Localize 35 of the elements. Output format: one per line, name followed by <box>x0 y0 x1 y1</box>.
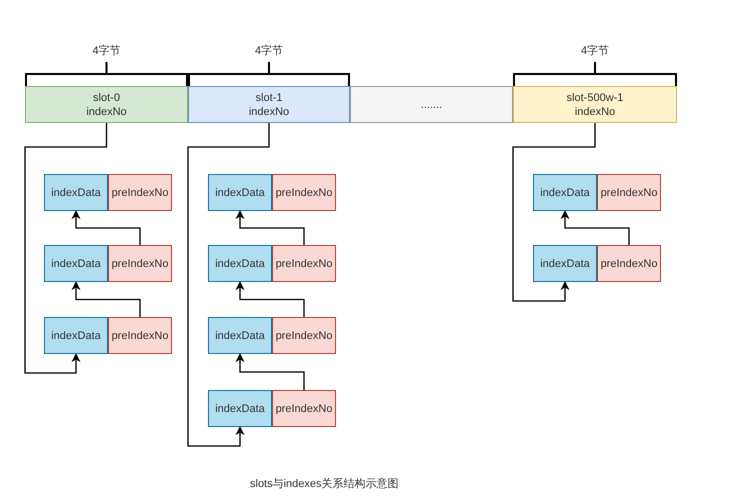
index-data-cell: indexData <box>44 317 108 354</box>
pre-index-cell: preIndexNo <box>108 174 172 211</box>
index-data-cell: indexData <box>208 317 272 354</box>
arrow <box>187 123 270 447</box>
index-data-cell: indexData <box>533 245 597 282</box>
arrow <box>235 210 305 245</box>
index-data-cell: indexData <box>208 245 272 282</box>
dimension-label: 4字节 <box>580 44 610 58</box>
pre-index-cell: preIndexNo <box>597 174 661 211</box>
arrow <box>560 210 630 245</box>
slot-box: slot-500w-1 indexNo <box>513 86 677 123</box>
dimension-label: 4字节 <box>91 44 122 58</box>
slot-box: slot-0 indexNo <box>25 86 188 123</box>
index-data-cell: indexData <box>533 174 597 211</box>
arrow <box>71 210 141 245</box>
slot-box: slot-1 indexNo <box>188 86 350 123</box>
pre-index-cell: preIndexNo <box>108 317 172 354</box>
index-data-cell: indexData <box>44 245 108 282</box>
pre-index-cell: preIndexNo <box>272 390 336 427</box>
index-data-cell: indexData <box>44 174 108 211</box>
index-data-cell: indexData <box>208 390 272 427</box>
ellipsis-box: ....... <box>350 86 513 123</box>
index-data-cell: indexData <box>208 174 272 211</box>
arrow <box>512 123 596 302</box>
arrow <box>235 281 305 317</box>
pre-index-cell: preIndexNo <box>272 245 336 282</box>
arrow <box>24 123 108 374</box>
pre-index-cell: preIndexNo <box>272 317 336 354</box>
caption: slots与indexes关系结构示意图 <box>250 476 399 491</box>
pre-index-cell: preIndexNo <box>108 245 172 282</box>
pre-index-cell: preIndexNo <box>597 245 661 282</box>
dimension-label: 4字节 <box>254 44 284 58</box>
arrow <box>71 281 141 317</box>
pre-index-cell: preIndexNo <box>272 174 336 211</box>
arrow <box>235 353 305 390</box>
